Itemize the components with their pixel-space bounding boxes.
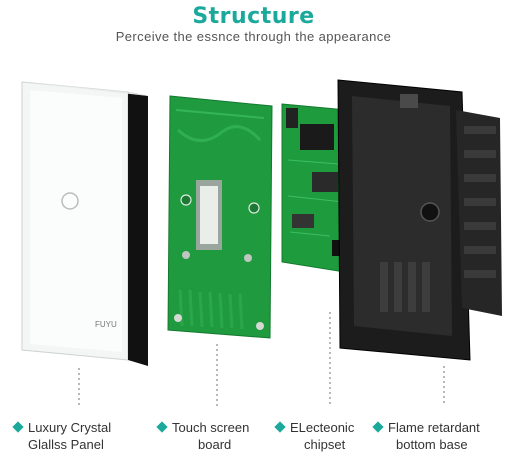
page-subtitle: Perceive the essnce through the appearan… [115,29,392,44]
label-glass-panel: Luxury Crystal Glallss Panel [12,419,111,453]
label-electronic-chipset: ELecteonic chipset [274,419,354,453]
touch-screen-board [167,95,273,339]
touch-key-icon [61,192,79,210]
label-flame-retardant-base: Flame retardant bottom base [372,419,480,453]
label-touch-screen-board: Touch screen board [156,419,249,453]
leader-lines [78,312,445,406]
flame-retardant-base [337,79,502,361]
page-title: Structure [192,4,315,29]
glass-panel: FUYU [21,81,148,366]
panel-brand: FUYU [95,320,117,329]
